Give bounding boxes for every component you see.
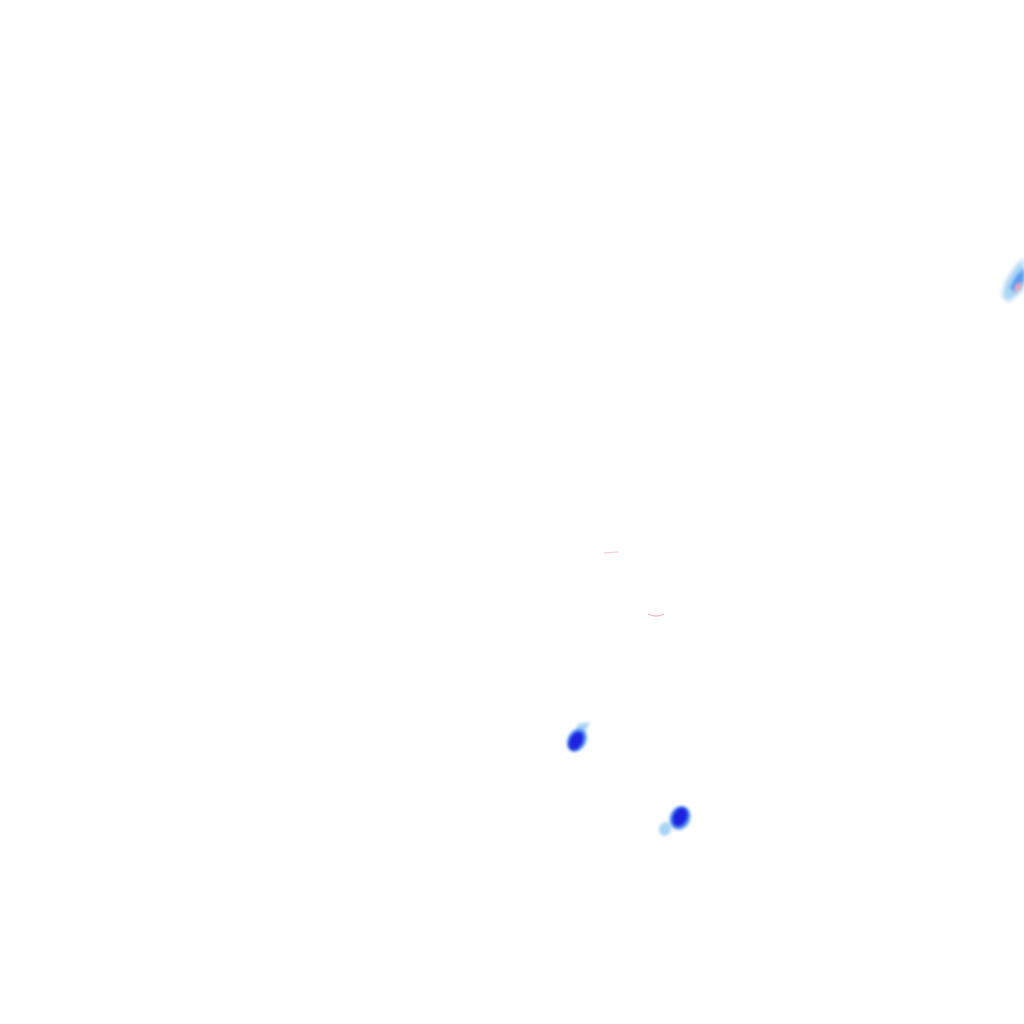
- precip-echo-south-light: [658, 822, 672, 836]
- precip-echo-south: [658, 806, 691, 836]
- precip-echo-northeast-moderate: [1010, 268, 1024, 292]
- precip-trace-center-2: [647, 613, 665, 617]
- precip-echo-northeast: [1002, 258, 1024, 302]
- precip-trace-center-1: [603, 551, 619, 554]
- precip-echo-center: [567, 722, 590, 752]
- precip-echo-northeast-mixed: [1014, 282, 1022, 292]
- precip-trace-center: [603, 551, 665, 617]
- precip-echo-northeast-light: [1002, 258, 1024, 302]
- precip-echo-south-heavy: [672, 807, 688, 827]
- precip-echo-center-heavy: [568, 731, 584, 751]
